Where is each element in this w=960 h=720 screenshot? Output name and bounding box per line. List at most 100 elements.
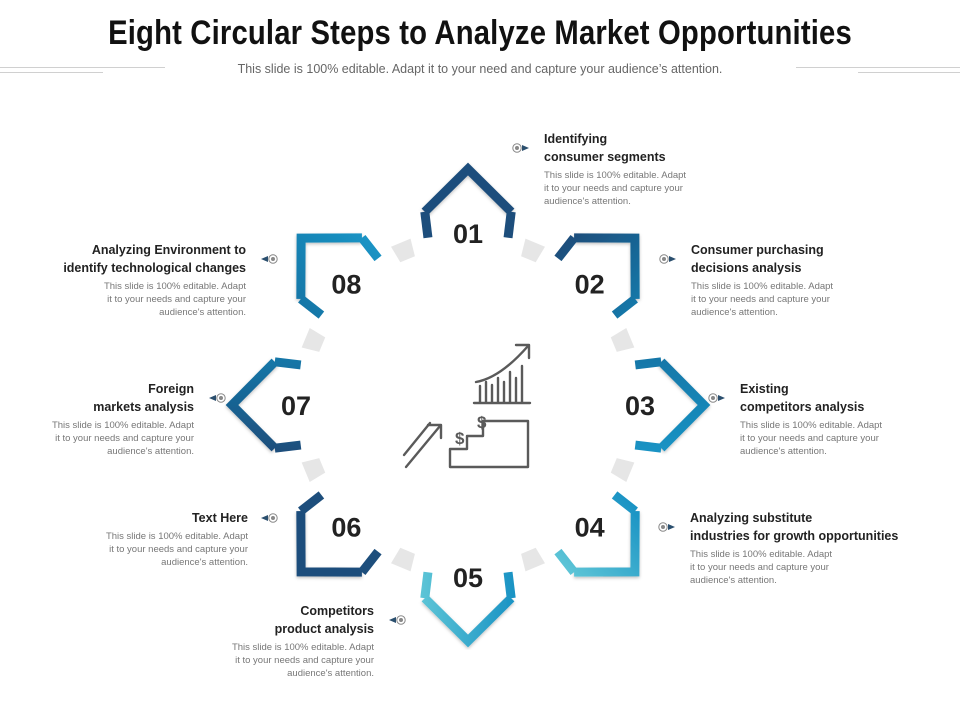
step-title-line: product analysis <box>274 622 374 636</box>
step-title: Competitors product analysis <box>222 602 374 638</box>
segment-connector <box>391 547 415 572</box>
segment-connector <box>521 238 545 263</box>
step-title-line: Foreign <box>148 382 194 396</box>
step-description: This slide is 100% editable. Adapt it to … <box>544 169 696 208</box>
title-rule-left-inner <box>0 72 103 73</box>
title-rule-left-outer <box>0 67 165 68</box>
step-segment-06-leg-1 <box>358 548 382 575</box>
step-description: This slide is 100% editable. Adapt it to … <box>96 530 248 569</box>
title-rule-right-inner <box>858 72 960 73</box>
step-segment-06 <box>296 511 362 577</box>
step-title-line: Identifying <box>544 132 608 146</box>
step-number-04: 04 <box>575 513 605 543</box>
page-subtitle: This slide is 100% editable. Adapt it to… <box>237 62 723 76</box>
step-title: Analyzing substitute industries for growt… <box>690 509 898 545</box>
step-description-line: it to your needs and capture your <box>107 294 246 305</box>
step-title-line: Existing <box>740 382 789 396</box>
step-segment-03-leg-2 <box>634 440 662 453</box>
growth-chart-stairs-icon: $ $ <box>402 343 532 469</box>
step-description-line: audience's attention. <box>544 196 631 207</box>
step-description-line: audience's attention. <box>287 668 374 679</box>
step-title-line: markets analysis <box>93 400 194 414</box>
step-label-04: Analyzing substitute industries for growt… <box>690 509 898 587</box>
segment-connector <box>301 328 326 352</box>
step-segment-04-leg-2 <box>554 548 578 575</box>
step-number-03: 03 <box>625 391 655 421</box>
bullet-target-icon <box>261 254 278 264</box>
svg-text:$: $ <box>455 429 465 448</box>
step-title-line: Competitors <box>300 604 374 618</box>
segment-connector <box>610 328 635 352</box>
step-title-line: Analyzing substitute <box>690 511 813 525</box>
step-segment-03 <box>658 358 711 452</box>
bullet-target-icon <box>209 393 226 403</box>
step-description-line: This slide is 100% editable. Adapt <box>544 170 687 181</box>
step-description-line: This slide is 100% editable. Adapt <box>51 420 194 431</box>
step-title-line: Consumer purchasing <box>691 243 824 257</box>
step-description-line: This slide is 100% editable. Adapt <box>103 281 246 292</box>
step-title-line: decisions analysis <box>691 261 802 275</box>
step-description: This slide is 100% editable. Adapt it to … <box>94 280 246 319</box>
step-segment-08 <box>296 233 362 299</box>
title-rule-right-outer <box>796 67 960 68</box>
step-description-line: This slide is 100% editable. Adapt <box>690 549 833 560</box>
step-segment-02-leg-1 <box>554 235 578 262</box>
bullet-target-icon <box>659 254 676 264</box>
step-segment-01 <box>421 162 515 215</box>
step-description-line: audience's attention. <box>691 307 778 318</box>
step-number-06: 06 <box>331 513 361 543</box>
bullet-target-icon <box>389 615 406 625</box>
step-segment-03-leg-1 <box>634 357 662 370</box>
step-description-line: audience's attention. <box>159 307 246 318</box>
step-description-line: audience's attention. <box>690 575 777 586</box>
step-description-line: audience's attention. <box>740 446 827 457</box>
step-title: Foreign markets analysis <box>42 380 194 416</box>
bullet-target-icon <box>512 143 529 153</box>
segment-connector <box>301 458 326 482</box>
step-segment-07 <box>225 358 278 452</box>
bullet-target-icon <box>261 513 278 523</box>
page-title: Eight Circular Steps to Analyze Market O… <box>108 14 852 52</box>
step-segment-06-leg-2 <box>298 491 325 515</box>
step-description-line: it to your needs and capture your <box>740 433 879 444</box>
step-title: Identifying consumer segments <box>544 130 696 166</box>
step-description-line: audience's attention. <box>107 446 194 457</box>
step-segment-07-leg-1 <box>274 440 302 453</box>
segment-connector <box>521 547 545 572</box>
step-description: This slide is 100% editable. Adapt it to … <box>740 419 892 458</box>
step-description-line: it to your needs and capture your <box>544 183 683 194</box>
step-description-line: This slide is 100% editable. Adapt <box>691 281 834 292</box>
step-title-line: identify technological changes <box>63 261 246 275</box>
step-segment-07-leg-2 <box>274 357 302 370</box>
step-segment-05-leg-1 <box>503 571 516 599</box>
step-title-line: consumer segments <box>544 150 666 164</box>
step-segment-02-leg-2 <box>611 295 638 319</box>
step-number-02: 02 <box>575 269 605 299</box>
step-segment-05 <box>421 595 515 648</box>
segment-connector <box>391 238 415 263</box>
step-segment-04 <box>574 511 640 577</box>
step-title-line: industries for growth opportunities <box>690 529 899 543</box>
step-description-line: it to your needs and capture your <box>55 433 194 444</box>
step-segment-05-leg-2 <box>420 571 433 599</box>
step-description-line: This slide is 100% editable. Adapt <box>740 420 883 431</box>
svg-text:$: $ <box>477 413 487 432</box>
step-description-line: audience's attention. <box>161 557 248 568</box>
step-description-line: This slide is 100% editable. Adapt <box>105 531 248 542</box>
step-description-line: it to your needs and capture your <box>109 544 248 555</box>
bullet-target-icon <box>708 393 725 403</box>
segment-connector <box>610 458 635 482</box>
step-number-01: 01 <box>453 219 483 249</box>
step-title-line: Text Here <box>191 511 248 525</box>
